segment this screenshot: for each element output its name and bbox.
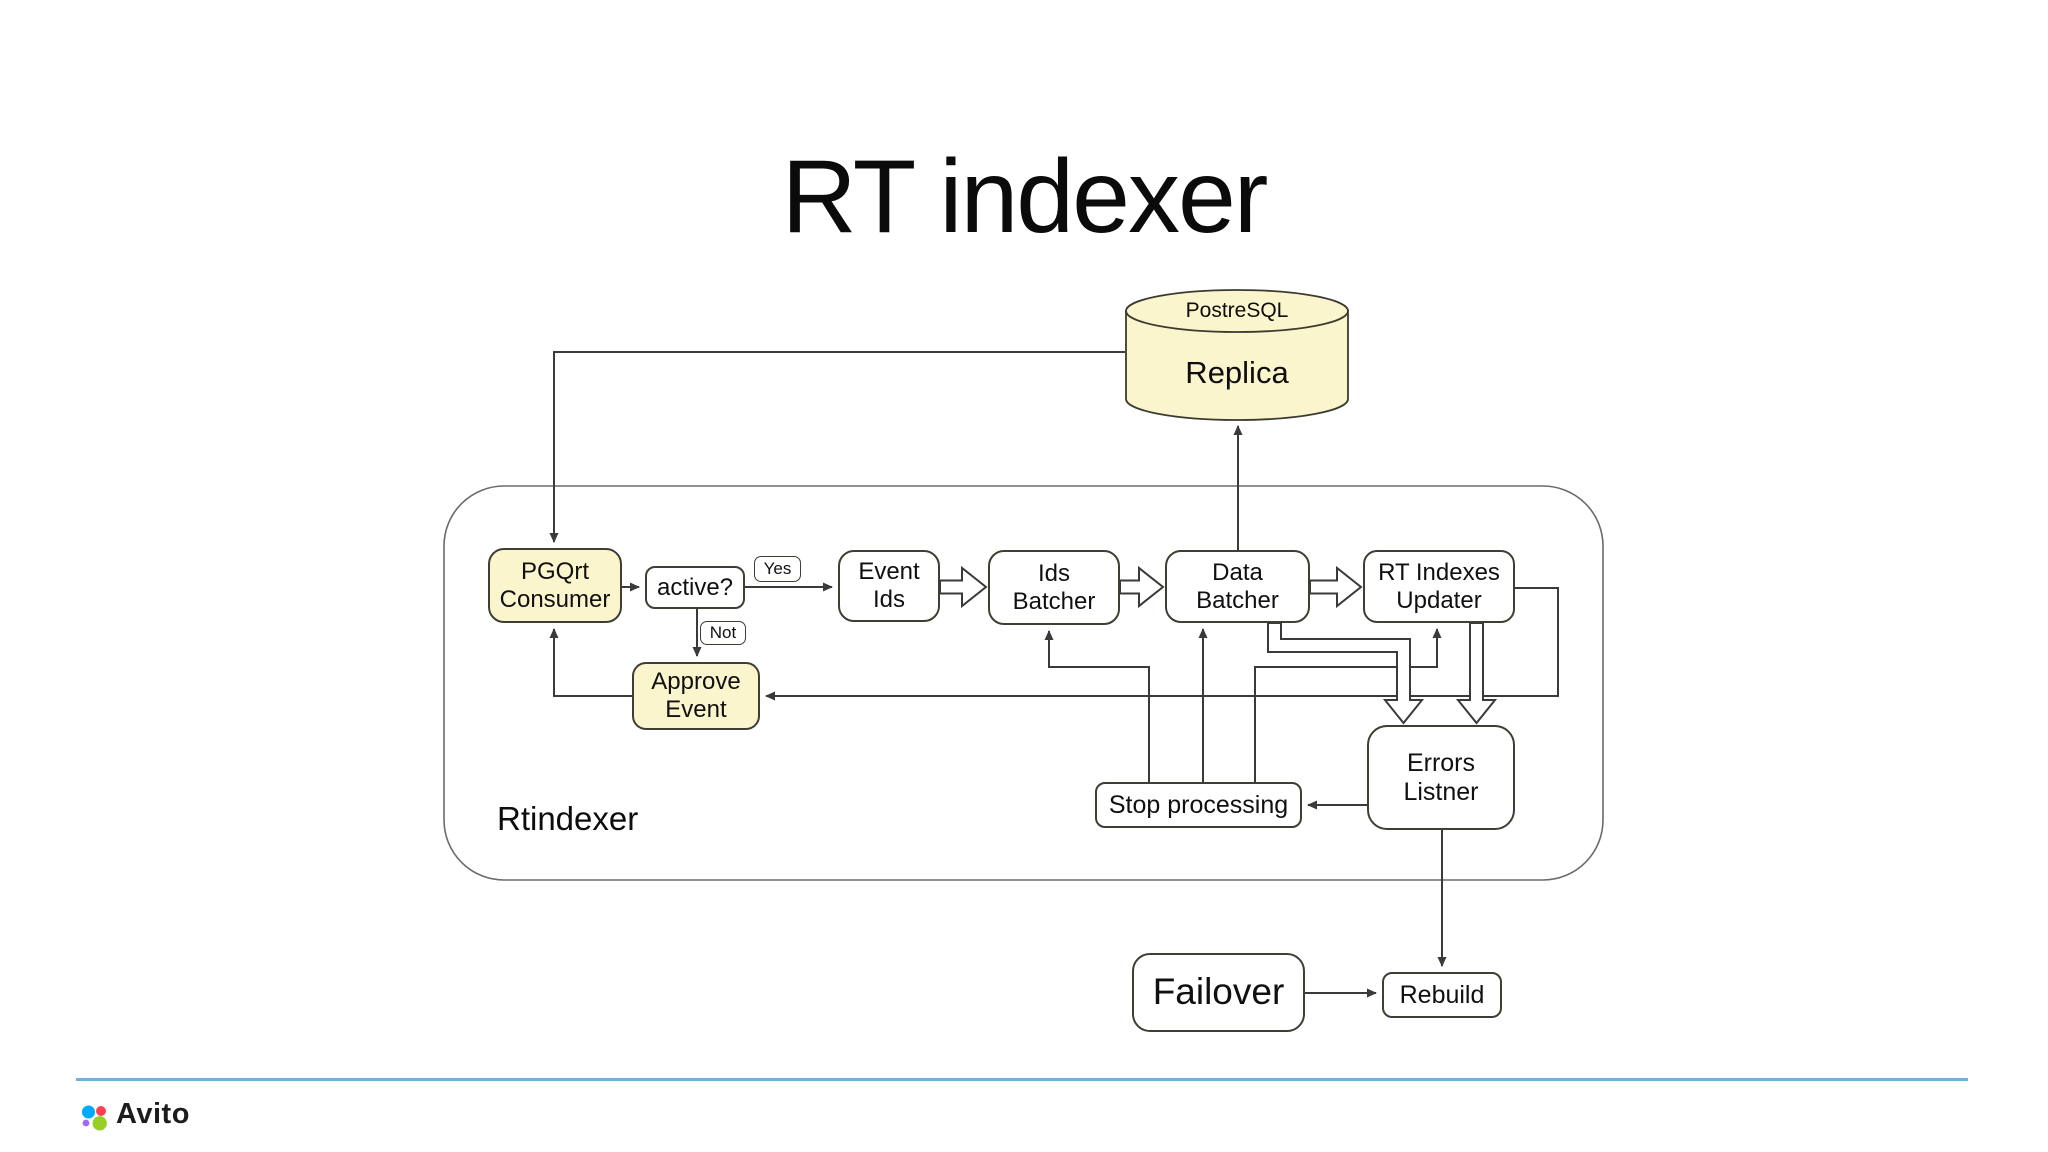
avito-dot-green <box>92 1116 107 1131</box>
node-pgqrt-consumer: PGQrt Consumer <box>488 548 622 623</box>
edge-approve-event-to-pgqrt-consumer <box>549 628 632 697</box>
node-errors-listner: Errors Listner <box>1367 725 1515 830</box>
node-failover-label: Failover <box>1152 971 1285 1013</box>
hollow-arrow-ids-batcher-to-data-batcher <box>1119 565 1165 609</box>
node-rt-indexes-updater-label: RT Indexes Updater <box>1378 558 1500 614</box>
node-ids-batcher: Ids Batcher <box>988 550 1120 625</box>
node-approve-event: Approve Event <box>632 662 760 730</box>
node-data-batcher-label: Data Batcher <box>1196 558 1279 614</box>
node-stop-processing-label: Stop processing <box>1108 790 1289 819</box>
node-failover: Failover <box>1132 953 1305 1032</box>
hollow-arrow-data-batcher-to-rt-indexes <box>1309 565 1363 609</box>
database-cylinder-body <box>1125 310 1349 421</box>
footer-divider <box>76 1078 1968 1081</box>
not-branch-label: Not <box>709 623 737 642</box>
edge-stop-processing-to-rt-indexes <box>1254 628 1442 782</box>
avito-dot-purple <box>82 1119 90 1127</box>
node-ids-batcher-label: Ids Batcher <box>1012 559 1096 615</box>
database-name: PostreSQL <box>1185 299 1289 322</box>
yes-branch-badge: Yes <box>754 556 801 582</box>
node-active-check-label: active? <box>656 573 734 601</box>
rtindexer-container <box>443 485 1604 881</box>
not-branch-badge: Not <box>700 621 746 645</box>
node-data-batcher: Data Batcher <box>1165 550 1310 623</box>
rtindexer-container-label: Rtindexer <box>497 800 639 837</box>
node-stop-processing: Stop processing <box>1095 782 1302 828</box>
edge-stop-processing-to-ids-batcher <box>1044 630 1150 782</box>
hollow-arrow-event-ids-to-ids-batcher <box>939 565 988 609</box>
avito-logo-icon <box>82 1105 107 1131</box>
node-rebuild-label: Rebuild <box>1399 980 1485 1009</box>
database-label: Replica <box>1185 355 1289 390</box>
node-rt-indexes-updater: RT Indexes Updater <box>1363 550 1515 623</box>
node-event-ids: Event Ids <box>838 550 940 622</box>
database-cylinder-top <box>1125 289 1349 333</box>
hollow-arrow-rt-indexes-to-errors-listner <box>1455 622 1498 725</box>
page-title: RT indexer <box>781 138 1269 255</box>
avito-wordmark: Avito <box>116 1098 190 1130</box>
node-pgqrt-consumer-label: PGQrt Consumer <box>499 557 611 613</box>
edge-rt-indexes-to-approve-event <box>765 587 1559 701</box>
node-approve-event-label: Approve Event <box>651 668 741 723</box>
node-event-ids-label: Event Ids <box>858 558 920 613</box>
avito-dot-blue <box>82 1105 95 1119</box>
node-errors-listner-label: Errors Listner <box>1403 748 1479 806</box>
edge-replica-to-pgqrt-consumer <box>549 351 1125 543</box>
yes-branch-label: Yes <box>763 559 792 578</box>
node-active-check: active? <box>645 566 745 609</box>
avito-dot-red <box>96 1106 106 1116</box>
hollow-arrow-data-batcher-to-errors-listner <box>1267 622 1425 725</box>
node-rebuild: Rebuild <box>1382 972 1502 1018</box>
